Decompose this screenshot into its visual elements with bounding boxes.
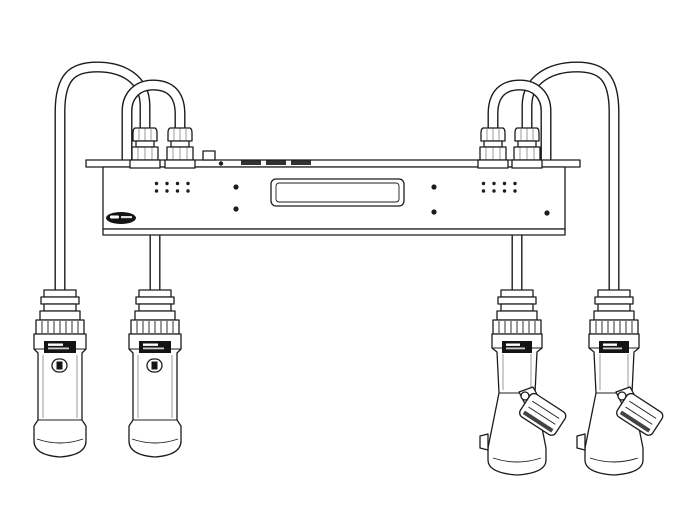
chassis-bottom-lip: [102, 228, 566, 236]
cee-socket-right-outer: CEE socket connector with hinged cap out…: [577, 290, 665, 475]
led-dot: [492, 189, 496, 193]
flange-screw: [218, 161, 224, 166]
screw: [431, 209, 437, 215]
vent-slot: [241, 160, 261, 165]
cee-plug-left-outer: CEE plug connector outer left: [34, 290, 86, 457]
led-array-right: status LED array right: [481, 181, 517, 193]
led-dot: [186, 189, 190, 193]
led-dot: [481, 181, 486, 186]
screw: [233, 184, 239, 190]
cable-gland-3: cable gland: [477, 127, 509, 169]
screw: [431, 184, 437, 190]
cable-gland-2: cable gland: [164, 127, 196, 169]
top-component: [202, 150, 216, 161]
led-dot: [186, 181, 190, 186]
led-dot: [154, 181, 159, 186]
vent-slot: [291, 160, 311, 165]
led-dot: [165, 189, 169, 193]
cable-left-inner-loop: cable loop left inner: [121, 79, 186, 163]
led-dot: [175, 189, 180, 193]
pdu-chassis: PDU chassis brand badge status LED array…: [85, 150, 581, 236]
cee-socket-right-inner: CEE socket connector with hinged cap inn…: [480, 290, 568, 475]
screw: [233, 206, 239, 212]
led-dot: [492, 181, 496, 186]
display-window-inner: [275, 182, 400, 203]
led-dot: [513, 181, 517, 186]
led-dot: [165, 181, 169, 186]
led-dot: [481, 189, 486, 193]
cable-gland-4: cable gland: [511, 127, 543, 169]
led-dot: [175, 181, 180, 186]
vent-slot: [266, 160, 286, 165]
cee-plug-left-inner: CEE plug connector inner left: [129, 290, 181, 457]
led-dot: [154, 189, 159, 193]
display-window: display window: [270, 178, 405, 207]
screw: [544, 210, 550, 216]
connectors: CEE plug connector outer left CEE plug c…: [34, 290, 665, 475]
cable-right-inner-loop: cable loop right inner: [487, 79, 552, 163]
led-dot: [513, 189, 517, 193]
led-dot: [502, 181, 507, 186]
cables: input cable left outer cable loop left i…: [54, 61, 620, 294]
led-array-left: status LED array left: [154, 181, 190, 193]
led-dot: [502, 189, 507, 193]
cable-gland-1: cable gland: [129, 127, 161, 169]
